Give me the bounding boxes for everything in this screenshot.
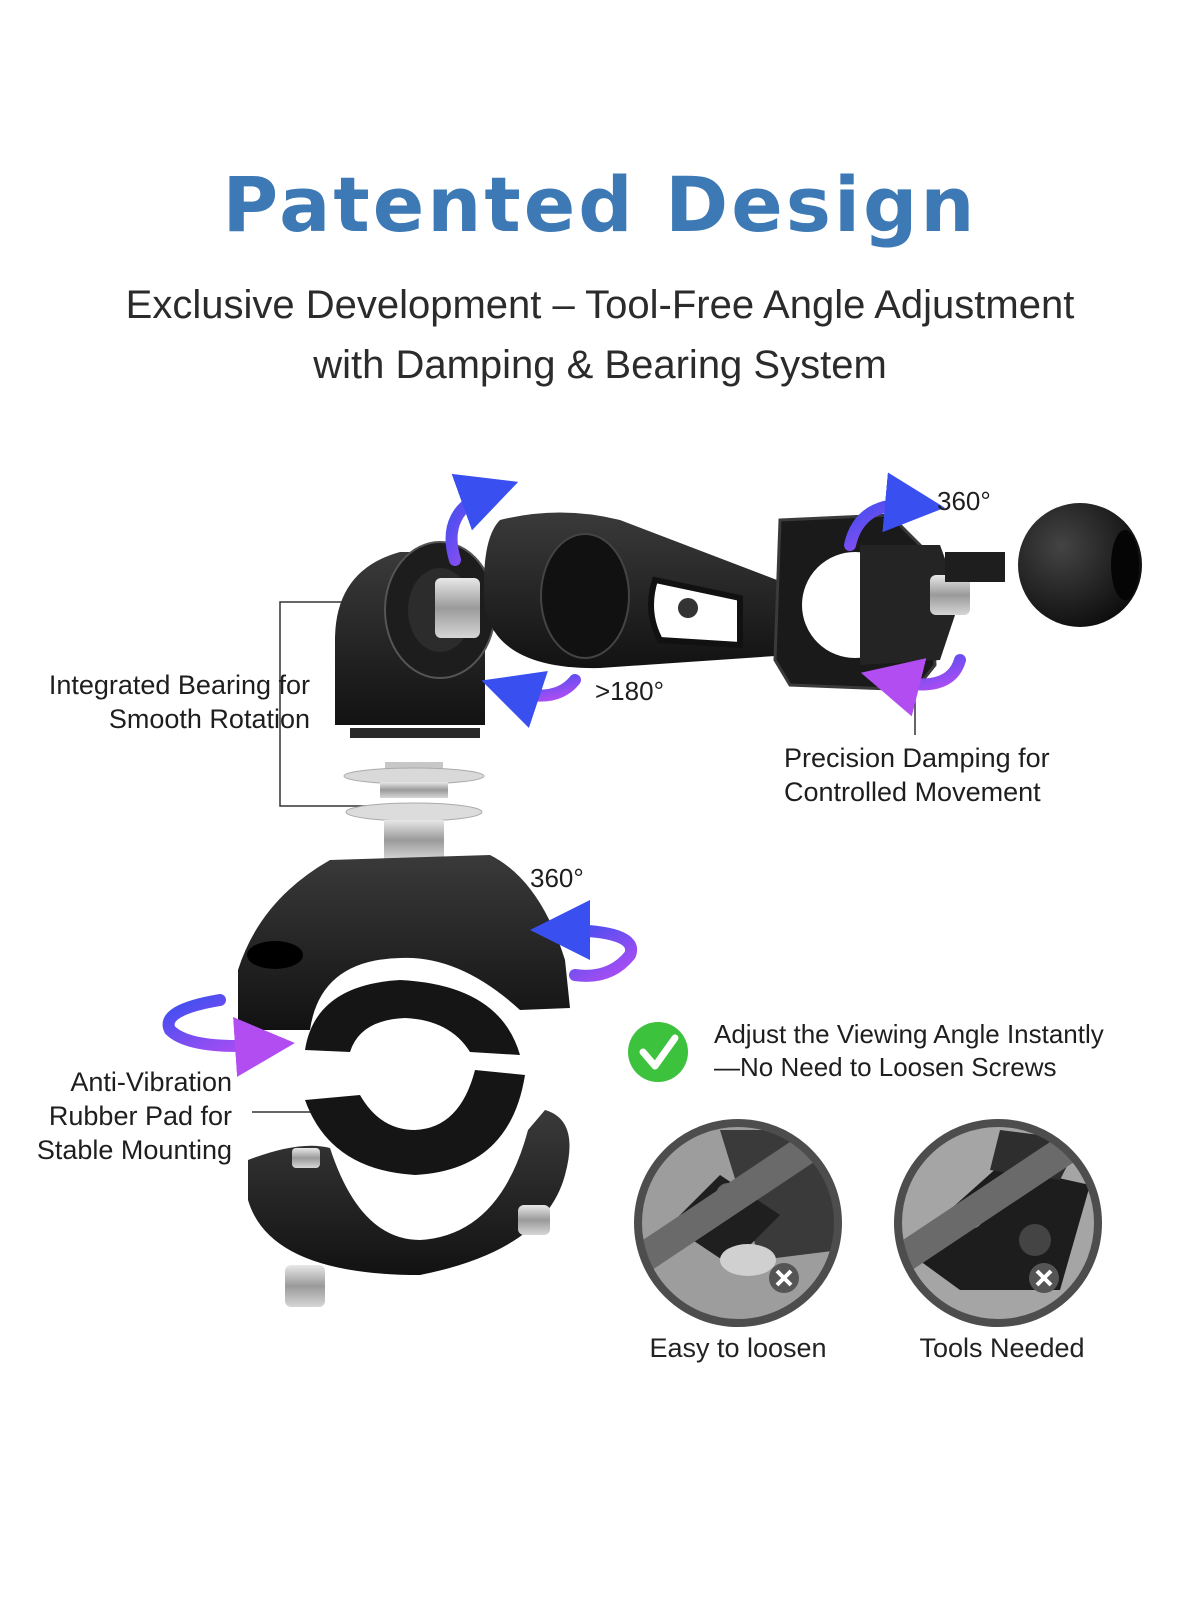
rotation-label-arm: >180° — [595, 676, 664, 706]
rotation-label-clamp: 360° — [530, 863, 584, 893]
caption-tools-needed: Tools Needed — [919, 1333, 1085, 1363]
caption-easy-loosen: Easy to loosen — [649, 1333, 827, 1363]
clamp-bottom — [248, 1110, 570, 1307]
label-adjust-instantly: Adjust the Viewing Angle Instantly —No N… — [714, 1019, 1104, 1082]
check-circle-icon — [628, 1022, 688, 1082]
comparison-tools-needed — [894, 1119, 1102, 1327]
label-integrated-bearing: Integrated Bearing for Smooth Rotation — [48, 670, 310, 734]
label-precision-damping: Precision Damping for Controlled Movemen… — [784, 743, 1050, 807]
rubber-pads — [305, 980, 525, 1175]
cross-icon — [1029, 1263, 1059, 1293]
rotation-arrows — [162, 472, 966, 1077]
swing-arm — [484, 512, 790, 669]
cross-icon — [769, 1263, 799, 1293]
subtitle-line-2: with Damping & Bearing System — [313, 343, 887, 387]
elbow-joint — [335, 541, 496, 738]
rotation-label-ball: 360° — [937, 486, 991, 516]
bearing-stack — [343, 762, 485, 860]
ball-head — [773, 503, 1142, 692]
label-anti-vibration: Anti-Vibration Rubber Pad for Stable Mou… — [36, 1067, 232, 1165]
page-title: Patented Design — [222, 160, 978, 249]
comparison-easy-loosen — [634, 1119, 842, 1327]
subtitle-line-1: Exclusive Development – Tool-Free Angle … — [125, 283, 1075, 327]
page-subtitle: Exclusive Development – Tool-Free Angle … — [60, 275, 1140, 395]
clamp-top — [238, 855, 570, 1030]
